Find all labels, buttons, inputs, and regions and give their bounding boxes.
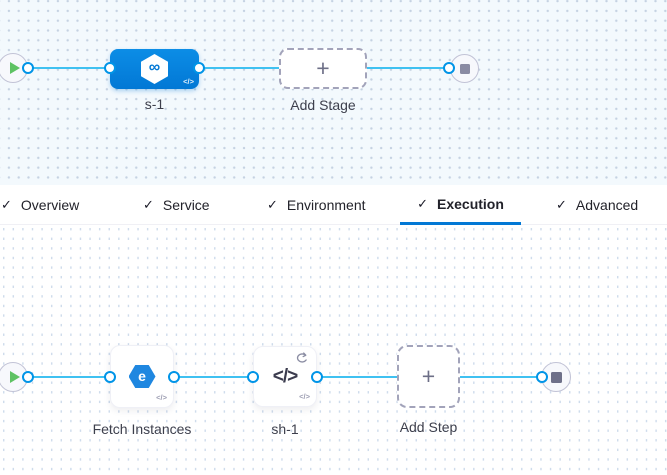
check-icon: ✓ [417,195,428,211]
edge-stage-to-addstage [199,66,280,70]
port-end-in[interactable] [443,62,455,74]
check-icon: ✓ [556,197,567,212]
execution-graph-canvas[interactable]: e </> Fetch Instances </> </> sh-1 + Add… [0,225,667,475]
port-start-out[interactable] [22,62,34,74]
tab-label: Environment [286,197,366,213]
port-start-out[interactable] [22,371,34,383]
add-stage-label: Add Stage [290,97,356,113]
code-badge-icon: </> [299,392,310,401]
tab-label: Service [162,197,210,213]
ci-stage-icon: ∞ [141,54,168,84]
step-label: Fetch Instances [92,421,192,437]
check-icon: ✓ [143,197,154,212]
port-end-in[interactable] [536,371,548,383]
plus-icon: + [421,363,436,389]
tab-label: Execution [437,195,504,212]
edge-start-to-stage [28,66,111,70]
edge-fetch-to-sh [174,375,253,379]
elastigroup-icon: e [128,365,156,388]
step-label: sh-1 [271,421,299,437]
stop-icon [459,63,470,74]
step-sh-1[interactable]: </> </> [253,346,317,407]
plus-icon: + [316,55,330,81]
step-fetch-instances[interactable]: e </> [110,345,174,408]
play-icon [9,371,20,383]
tab-overview[interactable]: ✓ Overview [1,185,79,225]
stage-label: s-1 [144,96,165,112]
loop-icon [296,352,307,363]
add-stage-button[interactable]: + [279,48,367,89]
add-step-label: Add Step [399,419,458,435]
port-sh-out[interactable] [311,371,323,383]
code-badge-icon: </> [183,77,194,86]
tab-advanced[interactable]: ✓ Advanced [556,185,638,225]
shell-script-icon: </> [272,365,299,387]
tab-service[interactable]: ✓ Service [143,185,210,225]
tab-label: Advanced [575,197,639,213]
stage-graph-canvas[interactable]: ∞ </> s-1 + Add Stage [0,0,667,185]
stage-config-tabbar: ✓ Overview ✓ Service ✓ Environment ✓ Exe… [0,185,667,225]
edge-start-to-fetch [28,375,110,379]
stop-icon [550,371,562,383]
check-icon: ✓ [267,197,278,212]
tab-environment[interactable]: ✓ Environment [267,185,366,225]
tab-label: Overview [20,197,80,213]
port-stage-out[interactable] [193,62,205,74]
check-icon: ✓ [1,197,12,212]
add-step-button[interactable]: + [397,345,460,408]
stage-node-s1[interactable]: ∞ </> [110,49,199,89]
port-fetch-in[interactable] [104,371,116,383]
edge-addstep-to-end [460,375,542,379]
play-icon [9,62,20,74]
edge-addstage-to-end [367,66,450,70]
port-sh-in[interactable] [247,371,259,383]
code-badge-icon: </> [156,393,167,402]
tab-execution[interactable]: ✓ Execution [400,185,521,225]
edge-sh-to-addstep [317,375,397,379]
port-stage-in[interactable] [104,62,116,74]
port-fetch-out[interactable] [168,371,180,383]
